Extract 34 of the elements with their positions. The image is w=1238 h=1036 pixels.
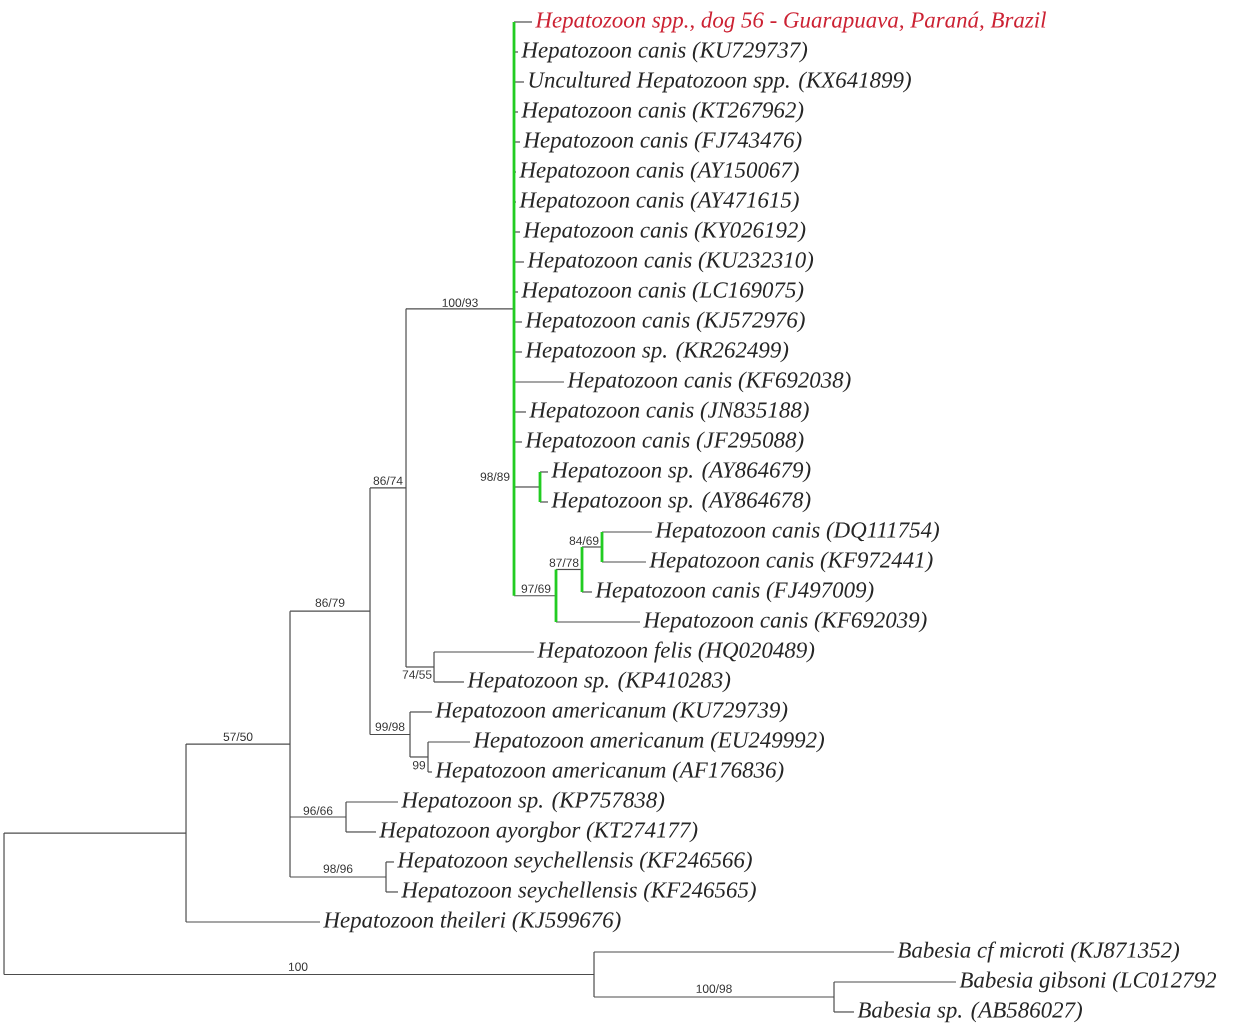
taxon-label: Hepatozoon seychellensis (KF246566)	[397, 851, 752, 873]
taxon-label: Hepatozoon theileri (KJ599676)	[323, 911, 621, 933]
taxon-label: Hepatozoon canis (KY026192)	[523, 221, 806, 243]
taxon-label: Hepatozoon spp., dog 56 - Guarapuava, Paraná, Brazil	[535, 11, 1046, 33]
taxon-label: Hepatozoon canis (JF295088)	[525, 431, 804, 453]
taxon-label: Hepatozoon ayorgbor (KT274177)	[379, 821, 698, 843]
taxon-label: Hepatozoon sp. (AY864679)	[551, 461, 811, 483]
taxon-label: Babesia gibsoni (LC012792	[959, 971, 1217, 993]
taxon-label: Hepatozoon sp. (KR262499)	[525, 341, 789, 363]
taxon-label: Babesia cf microti (KJ871352)	[897, 941, 1180, 963]
taxon-label: Hepatozoon sp. (KP410283)	[467, 671, 731, 693]
taxon-label: Hepatozoon canis (JN835188)	[529, 401, 809, 423]
taxon-label: Hepatozoon americanum (KU729739)	[435, 701, 788, 723]
taxon-label: Hepatozoon canis (KU232310)	[527, 251, 814, 273]
taxon-label: Hepatozoon canis (KT267962)	[521, 101, 804, 123]
taxon-label: Hepatozoon americanum (AF176836)	[435, 761, 784, 783]
taxon-label: Hepatozoon canis (FJ497009)	[595, 581, 874, 603]
taxon-label: Hepatozoon canis (AY150067)	[519, 161, 799, 183]
taxon-label: Babesia sp. (AB586027)	[857, 1001, 1082, 1023]
taxon-label: Hepatozoon seychellensis (KF246565)	[401, 881, 756, 903]
taxon-label: Hepatozoon canis (KF692039)	[643, 611, 927, 633]
taxon-label: Hepatozoon americanum (EU249992)	[473, 731, 824, 753]
taxon-label: Uncultured Hepatozoon spp. (KX641899)	[529, 71, 911, 93]
taxon-label: Hepatozoon sp. (KP757838)	[401, 791, 665, 813]
taxon-label: Hepatozoon canis (KF692038)	[567, 371, 851, 393]
taxon-label: Hepatozoon sp. (AY864678)	[551, 491, 811, 513]
taxon-label: Hepatozoon canis (KU729737)	[521, 41, 808, 63]
taxon-label: Hepatozoon canis (KJ572976)	[525, 311, 805, 333]
taxon-label: Hepatozoon canis (AY471615)	[519, 191, 799, 213]
taxon-label: Hepatozoon felis (HQ020489)	[537, 641, 815, 663]
taxon-label: Hepatozoon canis (FJ743476)	[523, 131, 802, 153]
taxon-label: Hepatozoon canis (LC169075)	[521, 281, 804, 303]
taxon-label: Hepatozoon canis (KF972441)	[649, 551, 933, 573]
taxon-label: Hepatozoon canis (DQ111754)	[655, 521, 939, 543]
